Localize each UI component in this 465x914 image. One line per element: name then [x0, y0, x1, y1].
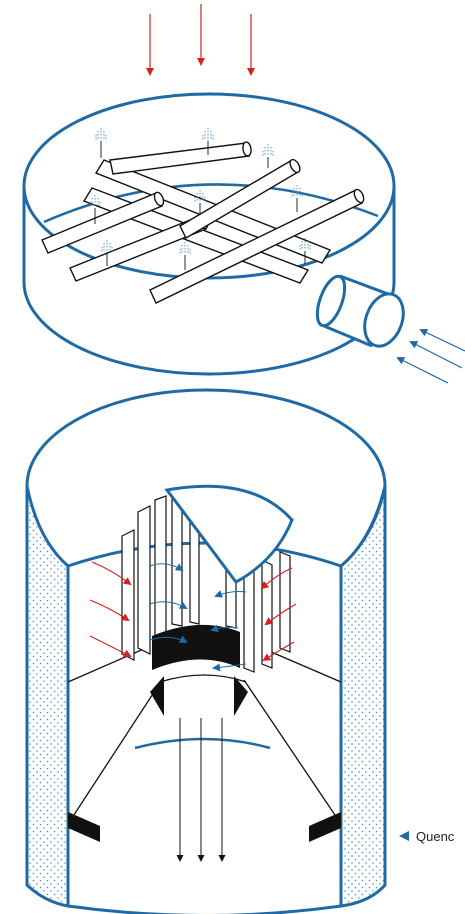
pipe-end — [153, 191, 165, 207]
throat — [152, 624, 240, 670]
tank-top-rim — [22, 92, 396, 280]
spray-nozzle-icon — [95, 128, 107, 158]
outflow-arrows — [176, 718, 226, 862]
side-outlet-pipe — [315, 274, 405, 348]
collar-left — [150, 676, 164, 716]
quench-arrow — [409, 341, 463, 369]
spray-nozzle-icon — [202, 128, 214, 155]
inner-floor-arc — [134, 737, 271, 750]
vane — [261, 559, 273, 669]
hot-gas-inflow-arrows — [89, 561, 297, 662]
spray-tank — [22, 92, 465, 384]
spray-nozzle-icon — [262, 144, 274, 168]
spray-nozzle-icon — [179, 242, 191, 270]
callout-marker-icon — [399, 831, 409, 841]
swirl-arrows — [149, 563, 247, 672]
callout-label: Quenc — [416, 829, 455, 844]
vane — [137, 505, 151, 655]
vessel-top — [25, 388, 387, 568]
outlet-opening — [363, 292, 405, 348]
support-struts — [67, 647, 342, 825]
vane — [121, 529, 135, 661]
quench-arrow — [419, 328, 465, 352]
inlet-arrows — [146, 4, 255, 76]
quench-vessel — [25, 388, 387, 914]
strut-foot-left — [68, 812, 100, 842]
collar-right — [234, 676, 248, 716]
vane — [154, 495, 167, 641]
spray-nozzle-icon — [89, 195, 101, 224]
lid-segment — [164, 484, 294, 584]
spray-nozzle-icon — [291, 185, 303, 212]
pipe-end — [289, 158, 301, 174]
vessel-bottom-rim — [67, 904, 342, 914]
strut-foot-right — [309, 812, 341, 842]
vane — [171, 491, 183, 627]
pipe-end — [353, 188, 365, 204]
spray-nozzle-icon — [299, 238, 311, 264]
spray-header-pipes — [41, 141, 365, 304]
vane — [279, 551, 291, 653]
callout: Quenc — [399, 829, 455, 844]
pipe-end — [242, 141, 252, 157]
spray-nozzle-icon — [101, 240, 113, 266]
spray-nozzles — [89, 128, 311, 270]
quench-inlet-arrows — [396, 328, 465, 384]
quench-arrow — [396, 357, 449, 384]
spray-nozzle-icon — [194, 190, 206, 214]
